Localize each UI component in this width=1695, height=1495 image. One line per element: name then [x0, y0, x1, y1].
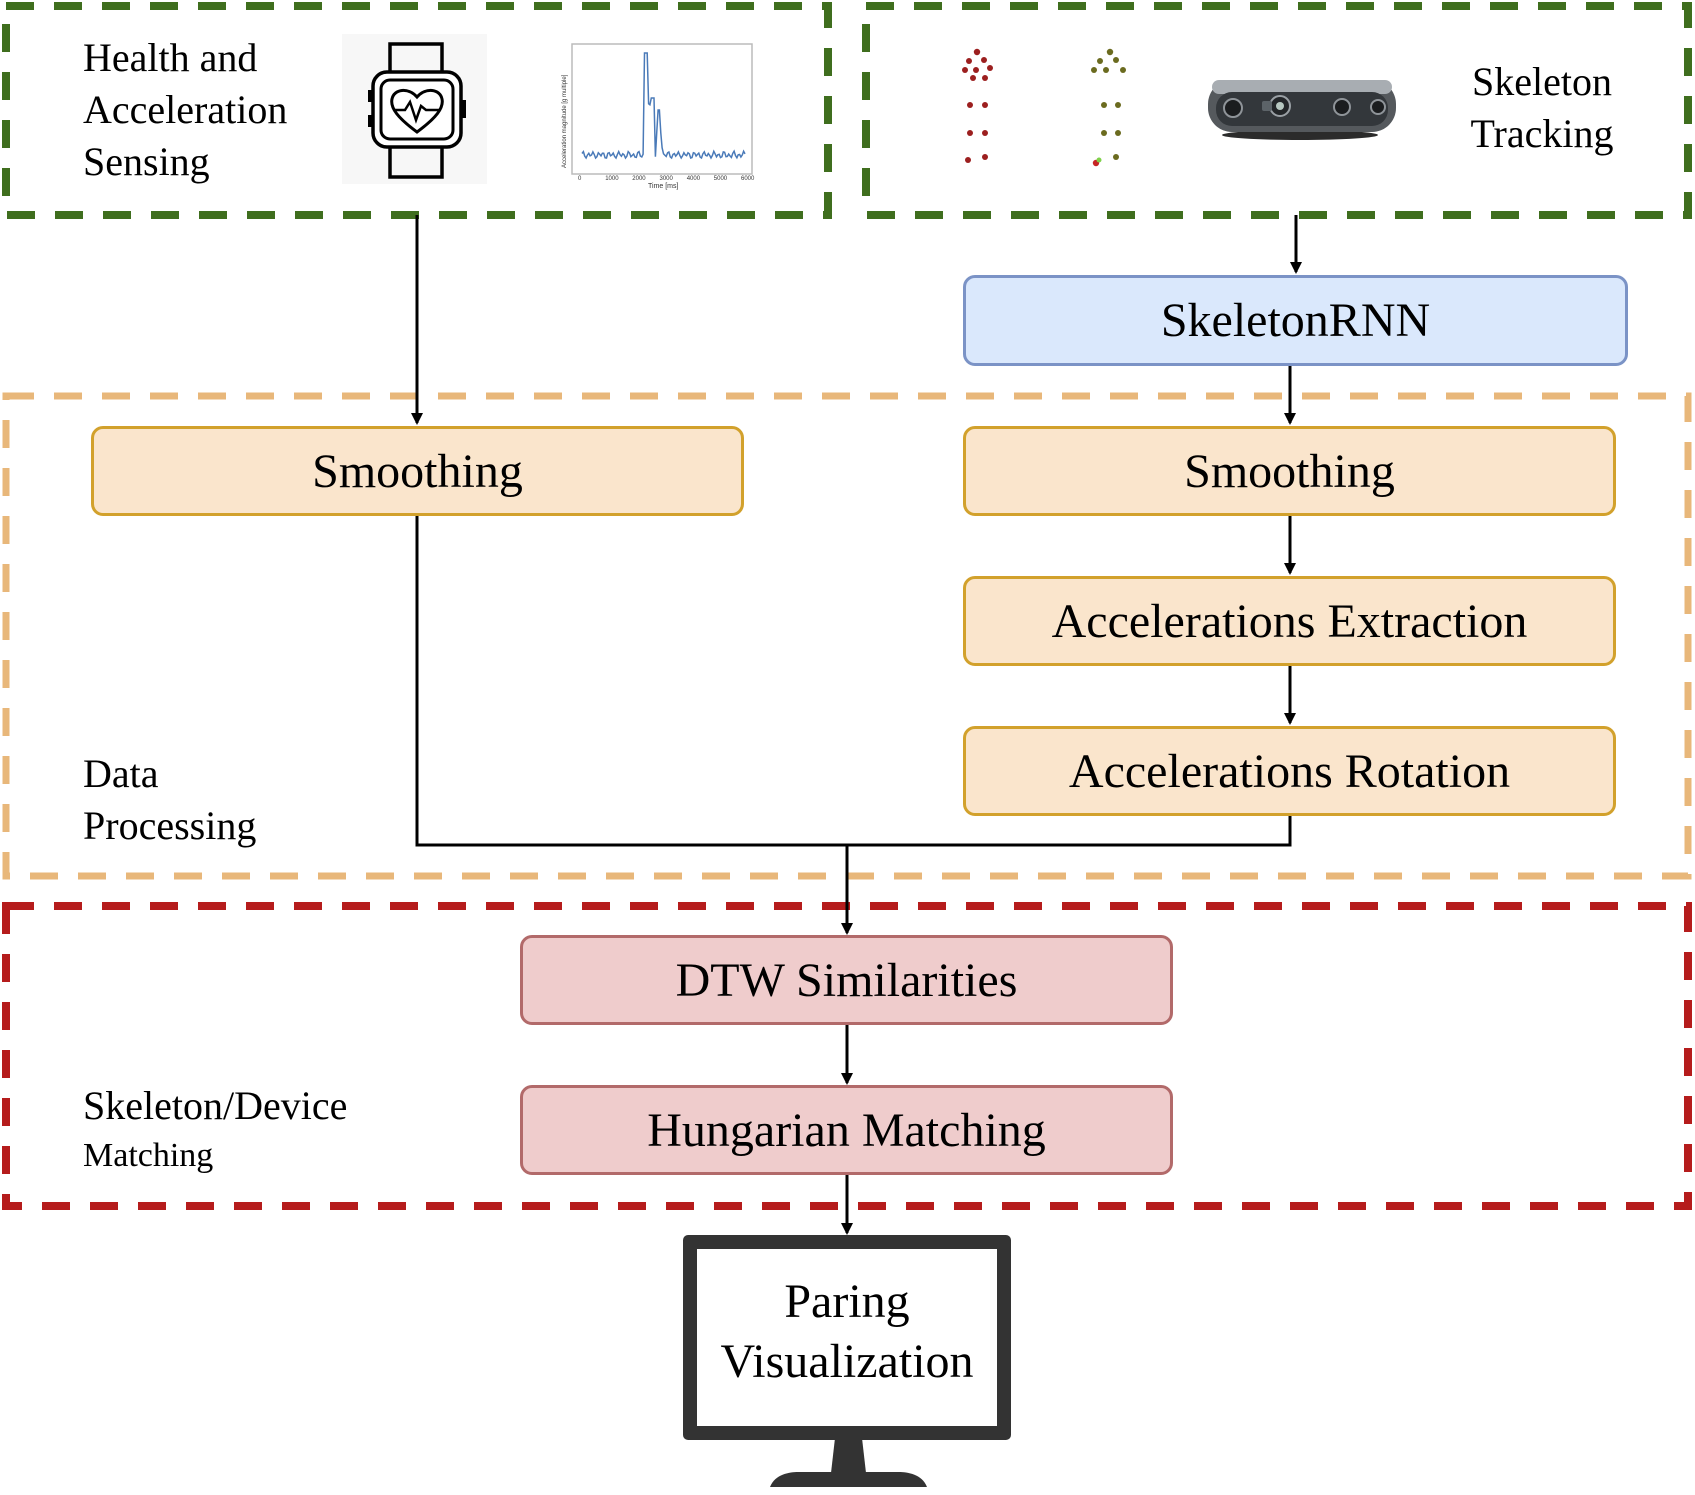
node-smoothing-left: Smoothing [91, 426, 744, 516]
group-matching-label-line2: Matching [83, 1137, 214, 1174]
plot-xtick-label: 3000 [660, 176, 674, 182]
group-sensing-label-line1: Health and [83, 35, 258, 80]
group-matching-label: Skeleton/Device Matching [83, 1080, 347, 1180]
group-tracking-border [862, 2, 1692, 219]
plot-xtick-label: 2000 [632, 176, 646, 182]
plot-series-line [581, 52, 746, 160]
node-smoothing-right: Smoothing [963, 426, 1616, 516]
group-tracking-label-line1: Skeleton [1472, 59, 1612, 104]
monitor-icon [683, 1235, 1011, 1487]
smartwatch-heart-icon [342, 34, 487, 184]
group-sensing-label-line3: Sensing [83, 139, 210, 184]
depth-camera-icon [1208, 80, 1396, 140]
output-label-line2: Visualization [720, 1335, 974, 1388]
output-label: Paring Visualization [697, 1272, 997, 1392]
node-accelerations-rotation: Accelerations Rotation [963, 726, 1616, 816]
node-skeletonrnn: SkeletonRNN [963, 275, 1628, 366]
node-hungarian-matching: Hungarian Matching [520, 1085, 1173, 1175]
plot-xtick-label: 5000 [714, 176, 728, 182]
group-processing-label-line1: Data [83, 751, 159, 796]
skeleton-keypoints-icon [1091, 48, 1126, 167]
plot-xtick-label: 1000 [605, 176, 619, 182]
node-accelerations-extraction: Accelerations Extraction [963, 576, 1616, 666]
output-label-line1: Paring [784, 1275, 910, 1328]
plot-xtick-label: 4000 [687, 176, 701, 182]
acceleration-plot-thumbnail: Acceleration magnitude [g multiple] Time… [562, 43, 755, 190]
node-dtw-similarities: DTW Similarities [520, 935, 1173, 1025]
skeleton-keypoints-icon [962, 48, 993, 163]
group-processing-label-line2: Processing [83, 803, 257, 848]
group-tracking-label-line2: Tracking [1470, 111, 1614, 156]
group-processing-label: Data Processing [83, 748, 256, 852]
plot-ylabel: Acceleration magnitude [g multiple] [562, 74, 568, 168]
group-sensing-label-line2: Acceleration [83, 87, 288, 132]
plot-xtick-label: 6000 [741, 176, 755, 182]
group-matching-label-line1: Skeleton/Device [83, 1083, 348, 1128]
group-tracking-label: Skeleton Tracking [1462, 56, 1622, 160]
edge-merge-line [415, 516, 1292, 847]
plot-xtick-label: 0 [578, 176, 582, 182]
plot-xlabel: Time [ms] [648, 183, 679, 190]
group-sensing-label: Health and Acceleration Sensing [83, 32, 287, 188]
